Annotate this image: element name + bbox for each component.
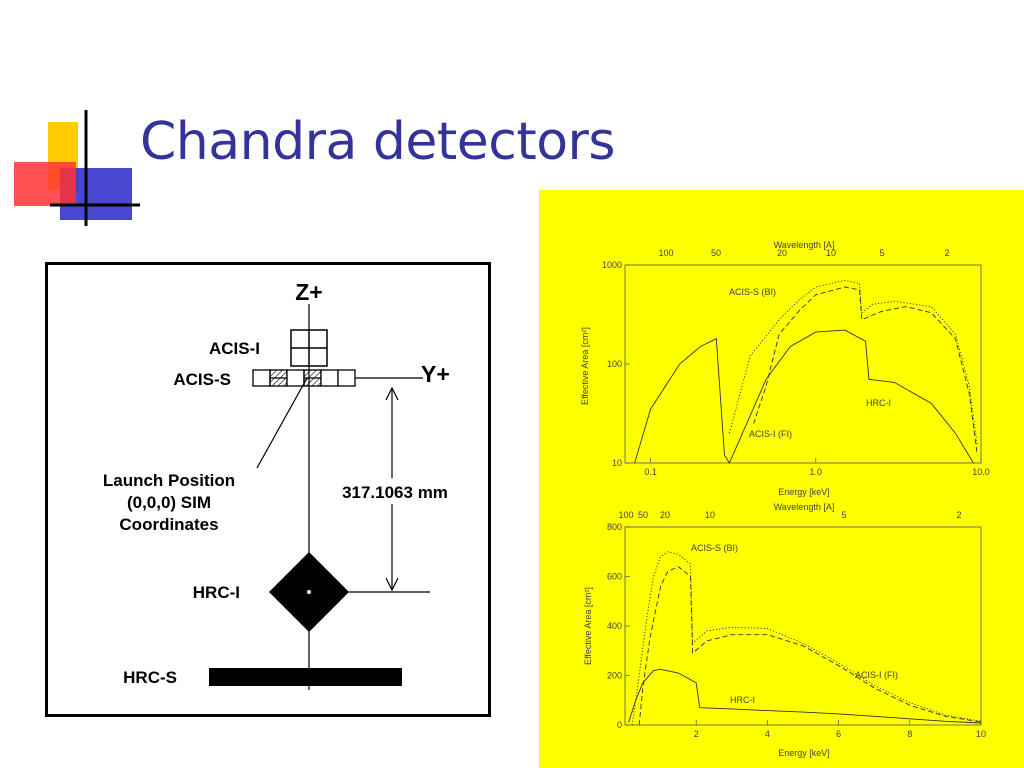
bottom-plot-wavelength-tick: 20 [660,510,670,520]
top-plot-xlabel: Energy [keV] [778,487,830,497]
launch-position-line1: Launch Position [103,471,235,490]
launch-position-line2: (0,0,0) SIM [127,493,211,512]
bottom-plot-xtick: 6 [836,729,841,739]
top-plot-wavelength-tick: 20 [777,248,787,258]
hrc-i-aimpoint [307,590,311,594]
bottom-plot-ytick: 400 [607,621,622,631]
hrc-s-detector [209,668,402,686]
top-plot-wavelength-tick: 5 [879,248,884,258]
bottom-plot-wavelength-label: Wavelength [A] [774,502,835,512]
top-plot-wavelength-label: Wavelength [A] [774,240,835,250]
top-plot-wavelength-tick: 10 [826,248,836,258]
bottom-plot-wavelength-tick: 10 [705,510,715,520]
hrc-i-label: HRC-I [193,583,240,602]
bottom-plot-xtick: 8 [907,729,912,739]
launch-position-pointer [256,377,308,469]
top-plot-ytick: 1000 [602,260,622,270]
y-axis-label: Y+ [421,361,450,387]
top-plot-xtick: 0.1 [644,467,657,477]
decor-red-square [14,162,76,206]
bottom-plot-legend-acis-s: ACIS-S (BI) [691,543,738,553]
acis-s-array [252,369,356,387]
bottom-plot-xtick: 4 [765,729,770,739]
launch-position-line3: Coordinates [119,515,218,534]
log-effective-area-plot: Wavelength [A] Energy [keV] Effective Ar… [580,240,990,497]
bottom-plot-ytick: 800 [607,522,622,532]
distance-label: 317.1063 mm [342,483,448,502]
acis-s-label: ACIS-S [173,370,231,389]
bottom-plot-series-acis-i-fi [638,566,982,726]
page-title: Chandra detectors [140,112,616,172]
bottom-plot-xtick: 10 [976,729,986,739]
bottom-plot-wavelength-tick: 2 [956,510,961,520]
bottom-plot-xlabel: Energy [keV] [778,748,830,758]
plot-panel-background [539,190,1024,768]
bottom-plot-wavelength-tick: 50 [638,510,648,520]
top-plot-series-acis-s-bi [728,279,978,446]
bottom-plot-ytick: 600 [607,572,622,582]
top-plot-legend-acis-s: ACIS-S (BI) [729,287,776,297]
bottom-plot-ytick: 0 [617,720,622,730]
top-plot-ytick: 10 [612,458,622,468]
top-plot-wavelength-tick: 50 [711,248,721,258]
bottom-plot-legend-acis-i: ACIS-I (FI) [855,670,898,680]
bottom-plot-ytick: 200 [607,671,622,681]
top-plot-series-acis-i-fi [753,286,978,456]
bottom-plot-ylabel: Effective Area [cm²] [583,587,593,665]
top-plot-legend-acis-i: ACIS-I (FI) [749,429,792,439]
acis-i-label: ACIS-I [209,339,260,358]
bottom-plot-wavelength-tick: 5 [841,510,846,520]
title-decoration [14,110,140,226]
linear-effective-area-plot: Wavelength [A] Energy [keV] Effective Ar… [583,502,986,758]
detector-layout-diagram: Z+ Y+ ACIS-I ACIS-S Launch Position (0,0… [45,262,491,717]
acis-i-array [290,329,328,367]
hrc-s-label: HRC-S [123,668,177,687]
top-plot-xtick: 10.0 [972,467,990,477]
top-plot-ylabel: Effective Area [cm²] [580,327,590,405]
bottom-plot-legend-hrc-i: HRC-I [730,695,755,705]
top-plot-wavelength-tick: 2 [944,248,949,258]
bottom-plot-wavelength-tick: 100 [618,510,633,520]
top-plot-series-hrc-i [634,329,974,464]
bottom-plot-series-hrc-i [628,668,982,724]
top-plot-legend-hrc-i: HRC-I [866,398,891,408]
top-plot-xtick: 1.0 [810,467,823,477]
top-plot-wavelength-tick: 100 [658,248,673,258]
distance-label-bg [327,478,463,504]
z-axis-label: Z+ [295,279,322,305]
effective-area-plots: Wavelength [A] Energy [keV] Effective Ar… [539,190,1024,768]
top-plot-ytick: 100 [607,359,622,369]
bottom-plot-series-acis-s-bi [631,551,982,726]
bottom-plot-xtick: 2 [694,729,699,739]
